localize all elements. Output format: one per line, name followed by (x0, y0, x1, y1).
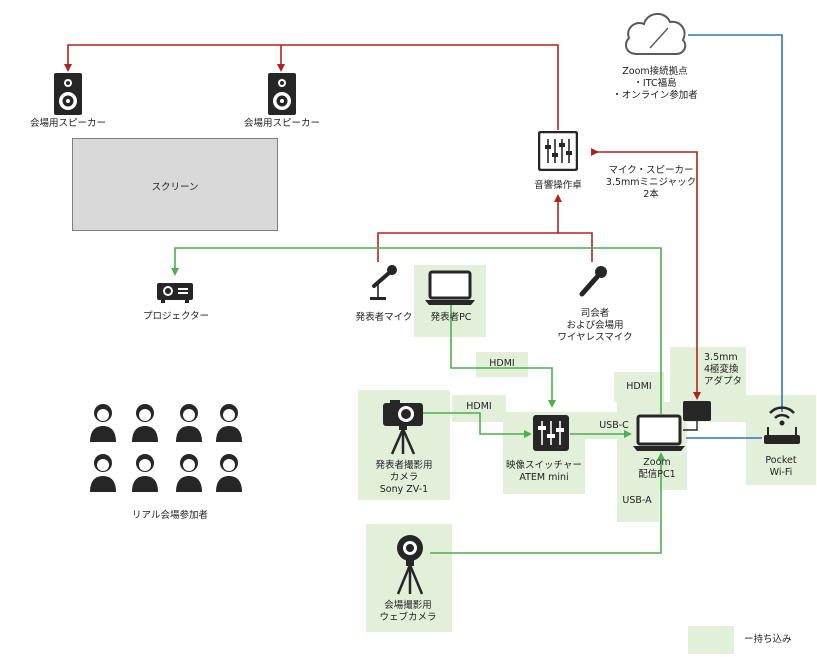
usb-c-label: USB-C (599, 420, 629, 431)
wire-webcam-to-zoom (430, 452, 665, 554)
projector-icon (157, 283, 193, 303)
person-icon (132, 454, 158, 492)
speaker-right-icon (268, 73, 296, 115)
cloud-label: Zoom接続拠点 ・ITC福島 ・オンライン参加者 (612, 66, 698, 101)
screen: スクリーン (72, 138, 278, 231)
wire-zoom-to-projector (171, 247, 662, 414)
adapter-label: 3.5mm 4極変換 アダプタ (704, 352, 743, 387)
wifi-label: Pocket Wi-Fi (765, 455, 797, 478)
bring-in-area-usba (617, 490, 659, 522)
presenter-pc-icon (425, 270, 475, 305)
cloud-icon (624, 13, 687, 55)
zoom-pc-icon (633, 414, 685, 451)
presenter-mic-icon (370, 265, 397, 300)
wire-adapter-to-zoom (683, 420, 698, 431)
zoom-pc-label: Zoom 配信PC1 (638, 457, 676, 480)
webcam-label: 会場撮影用 ウェブカメラ (379, 600, 437, 623)
wire-pc-to-switcher (450, 305, 556, 408)
switcher-icon (533, 415, 569, 451)
presenter-pc-label: 発表者PC (430, 312, 472, 323)
camera-icon (383, 400, 423, 455)
hdmi-camera-label: HDMI (466, 401, 492, 412)
person-icon (216, 404, 242, 442)
person-icon (176, 454, 202, 492)
webcam-icon (396, 535, 424, 595)
person-icon (90, 454, 116, 492)
wireless-mic-label: 司会者 および会場用 ワイヤレスマイク (557, 308, 633, 343)
person-icon (90, 404, 116, 442)
wire-camera-to-switcher (420, 412, 532, 438)
speaker-left-icon (54, 73, 82, 115)
hdmi-pc-label: HDMI (489, 358, 515, 369)
camera-label: 発表者撮影用 カメラ Sony ZV-1 (375, 460, 433, 495)
switcher-label: 映像スイッチャー ATEM mini (506, 460, 582, 483)
bring-in-area-hdmi-camera (452, 395, 506, 422)
wire-mixer-to-speakers (64, 44, 559, 130)
legend-label: ー持ち込み (744, 634, 792, 645)
usb-a-label: USB-A (622, 495, 652, 506)
projector-label: プロジェクター (142, 311, 210, 322)
wire-mixer-adapter (591, 148, 701, 400)
hdmi-zoom-label: HDMI (626, 381, 652, 392)
wifi-router-icon (764, 406, 800, 444)
bring-in-area-hdmi-pc (476, 352, 528, 377)
person-icon (216, 454, 242, 492)
wireless-mic-icon (579, 266, 607, 297)
speaker-right-label: 会場用スピーカー (243, 118, 320, 129)
adapter-icon (683, 401, 711, 421)
speaker-left-label: 会場用スピーカー (29, 118, 106, 129)
audience-label: リアル会場参加者 (132, 510, 208, 521)
legend-swatch (688, 626, 734, 654)
mixer-icon (538, 131, 578, 171)
mixer-note: マイク・スピーカー 3.5mmミニジャック 2本 (605, 165, 697, 200)
mixer-label: 音響操作卓 (534, 180, 582, 191)
presenter-mic-label: 発表者マイク (355, 312, 413, 323)
person-icon (132, 404, 158, 442)
screen-label: スクリーン (151, 182, 199, 193)
wire-cloud-to-wifi (688, 34, 783, 412)
person-icon (176, 404, 202, 442)
